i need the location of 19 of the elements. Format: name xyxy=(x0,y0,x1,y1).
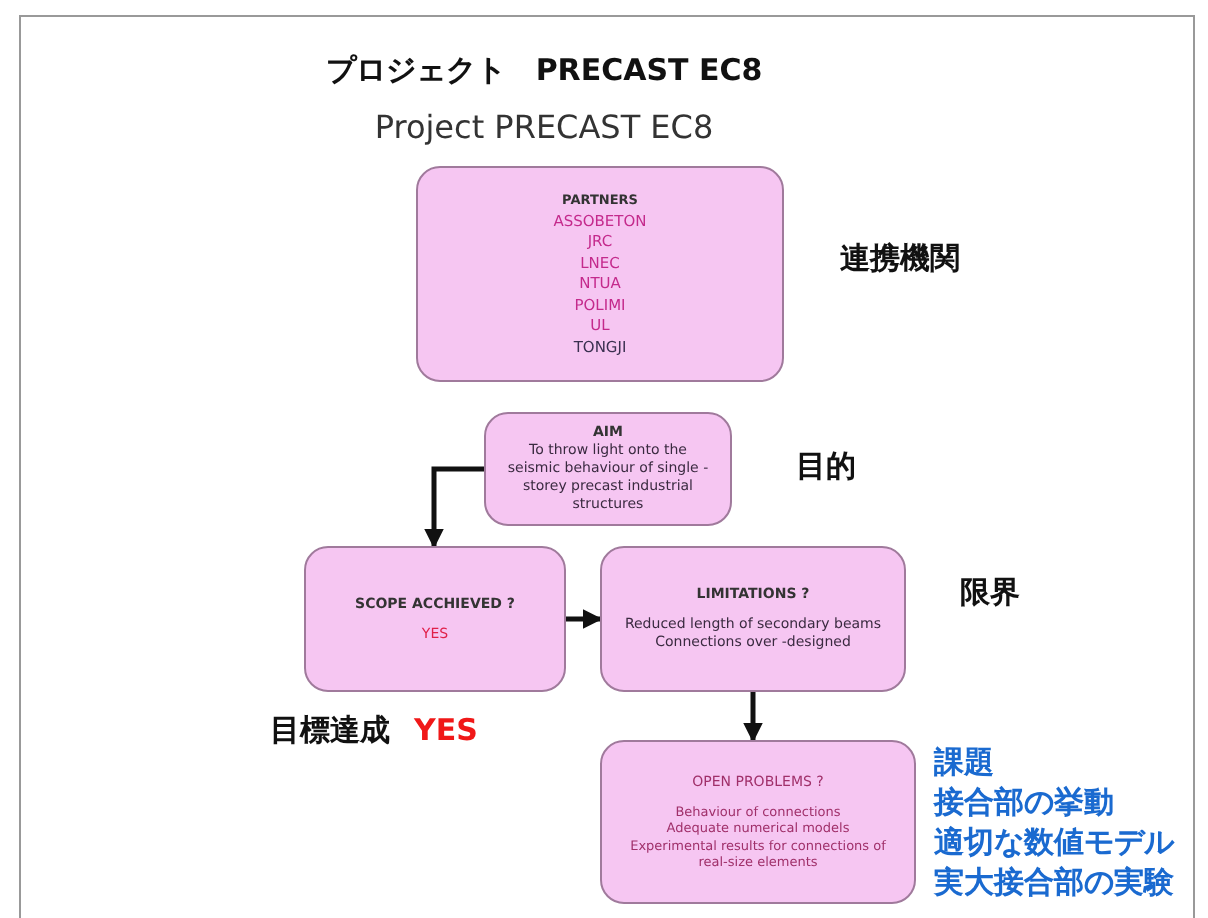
arrow xyxy=(743,692,763,743)
process-box xyxy=(304,546,566,692)
annotation: 接合部の挙動 xyxy=(934,784,1114,822)
annotation: 実大接合部の実験 xyxy=(934,864,1174,902)
annotation: 目的 xyxy=(796,448,856,486)
process-box xyxy=(416,166,784,382)
process-box xyxy=(600,740,916,904)
process-box xyxy=(484,412,732,526)
arrow xyxy=(566,609,603,629)
annotation: 適切な数値モデル xyxy=(934,824,1174,862)
title: プロジェクト PRECAST EC8 xyxy=(323,52,765,90)
process-box xyxy=(600,546,906,692)
annotation: 課題 xyxy=(934,744,994,782)
annotation: YES xyxy=(414,712,478,748)
annotation: 限界 xyxy=(960,574,1020,612)
annotation: 連携機関 xyxy=(840,240,960,278)
annotation: 目標達成 xyxy=(270,712,390,750)
subtitle: Project PRECAST EC8 xyxy=(372,108,716,146)
arrow xyxy=(424,466,484,549)
